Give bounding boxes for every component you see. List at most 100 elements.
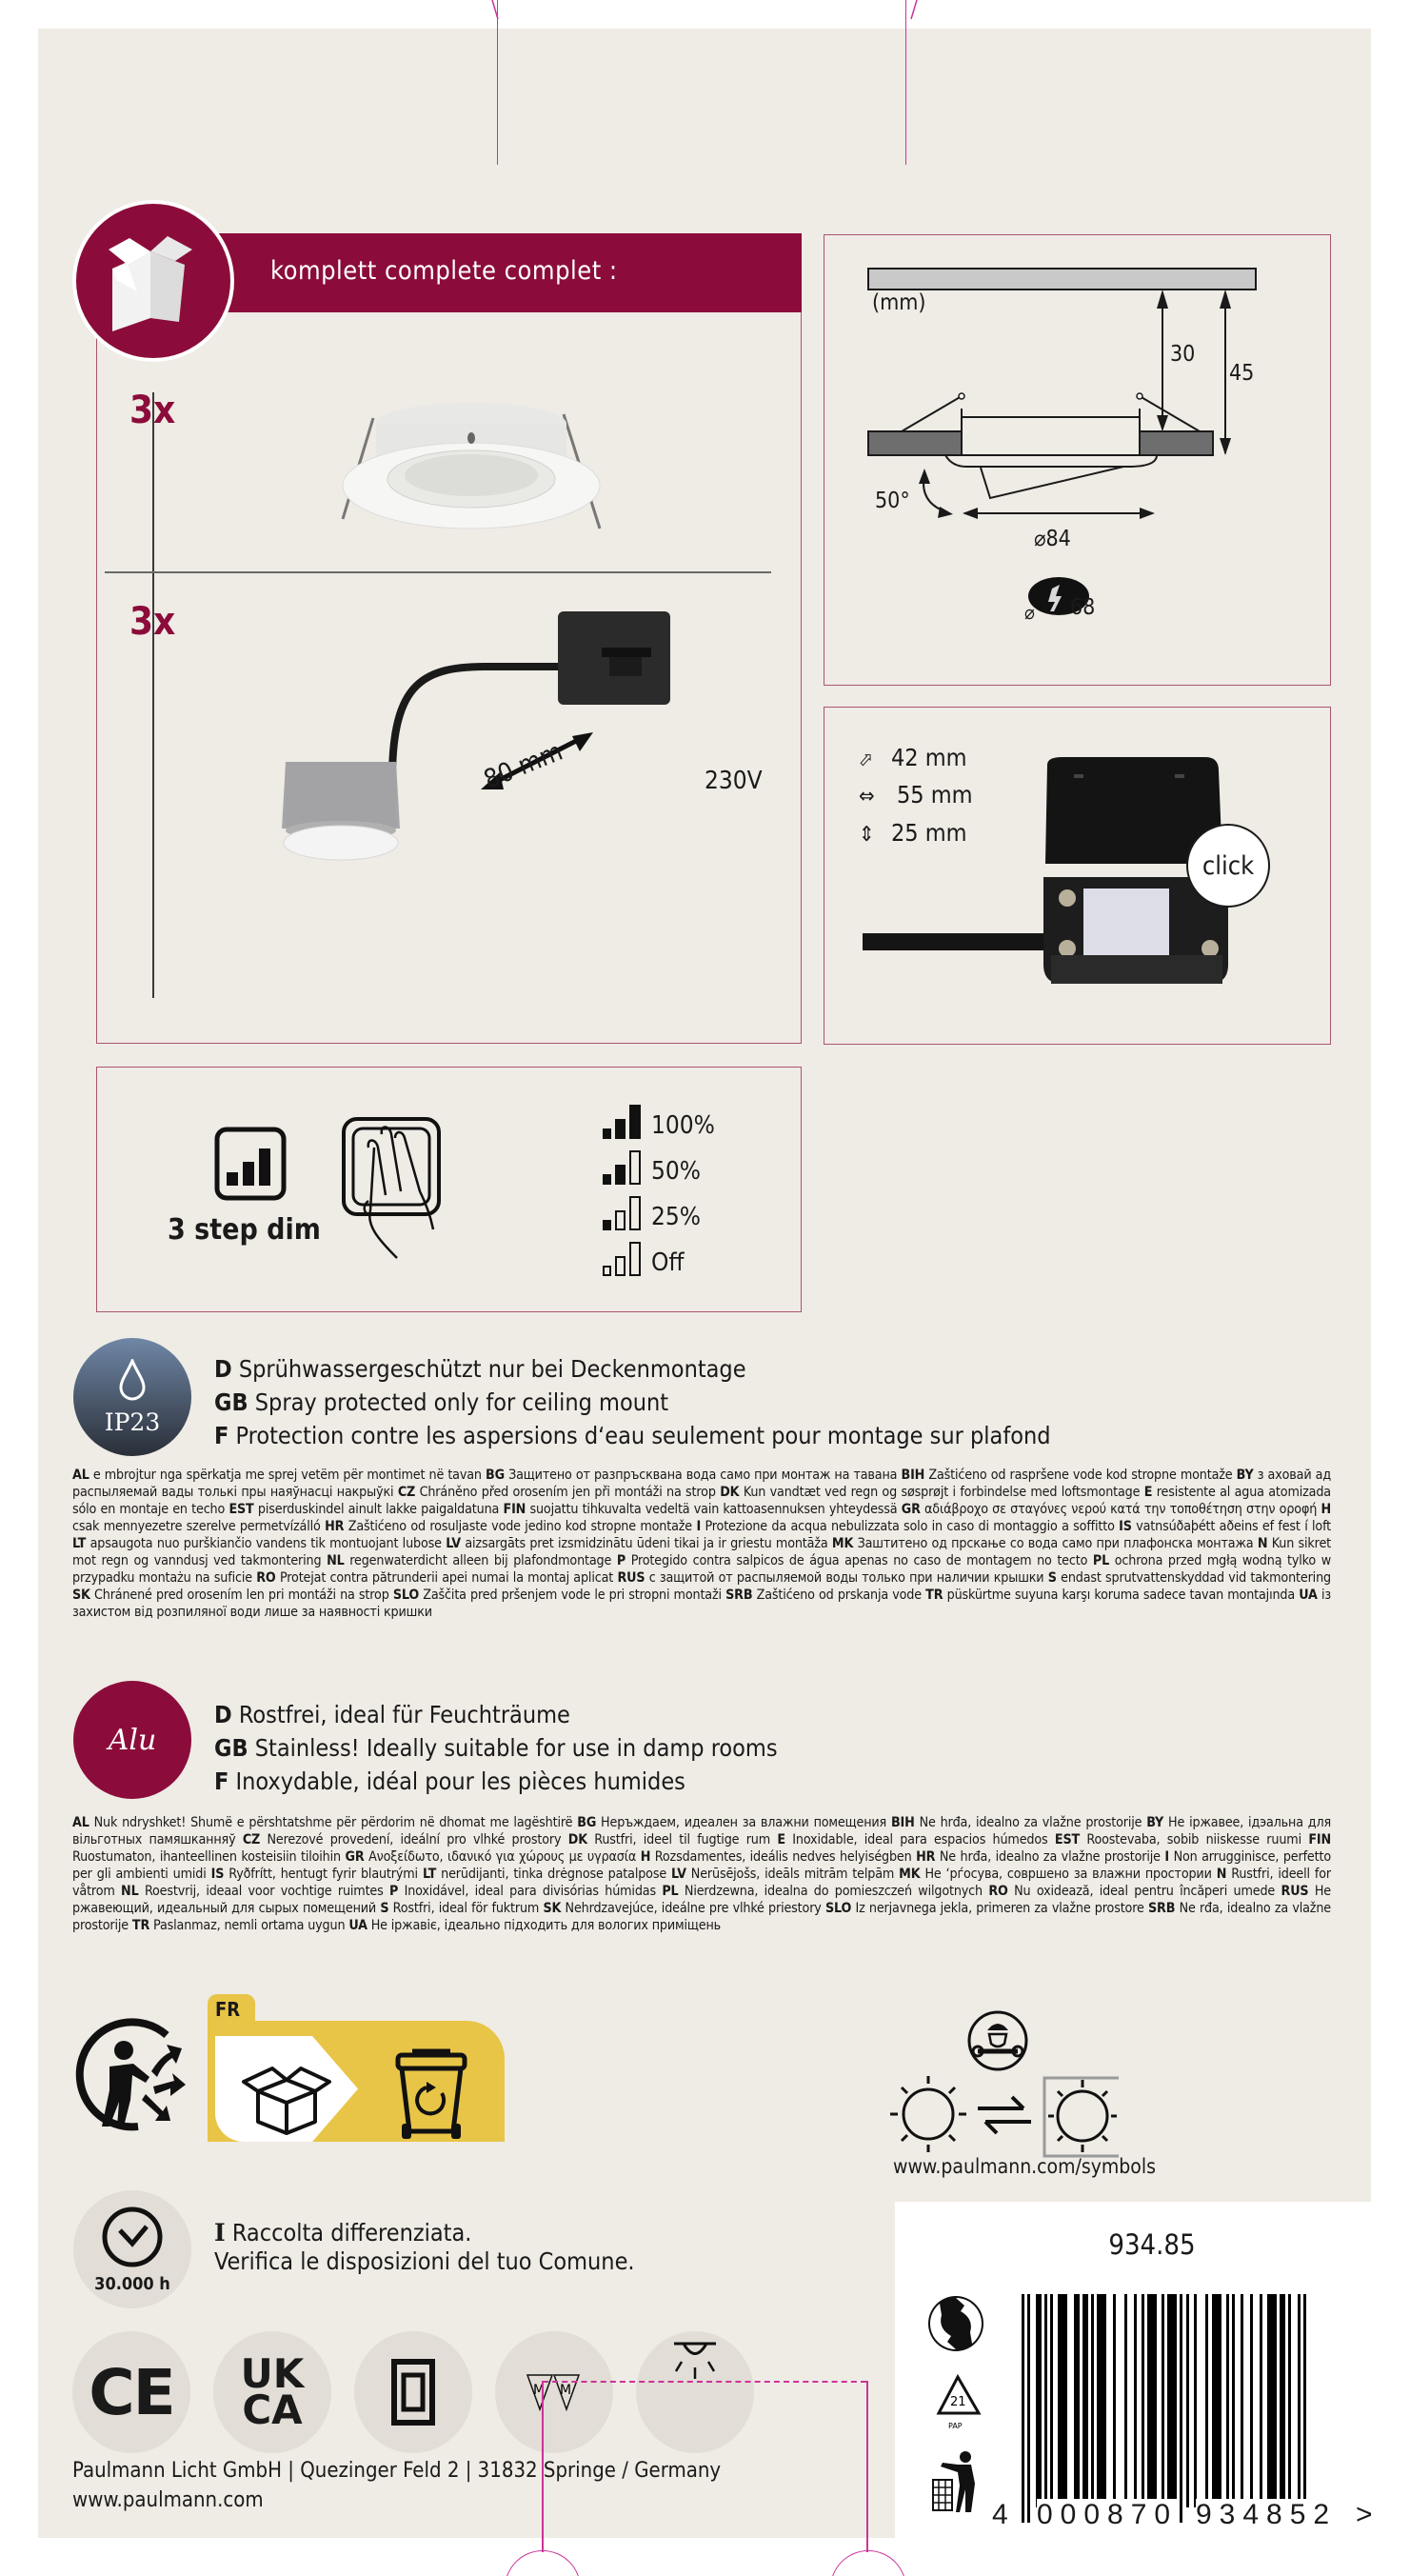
ip-translation-text-by: з аховай ад распыляемай вады толькі пры …	[72, 1468, 1331, 1500]
ip-translation-code-h: H	[1321, 1502, 1331, 1517]
barcode-bar	[1050, 2294, 1053, 2507]
ip-translation-text-ua: із захистом від розпиляної води лише за …	[72, 1588, 1331, 1620]
svg-text:PAP: PAP	[948, 2422, 963, 2430]
barcode-bar	[1091, 2294, 1094, 2507]
signal-bars-2-icon	[603, 1150, 641, 1185]
material-translation-code-bg: BG	[577, 1815, 597, 1830]
ip-translation-text-is: vatnsúðaþétt aðeins ef fest í loft	[1131, 1519, 1332, 1534]
ip-translation-text-n: Kun sikret mot regn og vanndusj ved takm…	[72, 1536, 1332, 1568]
disposal-note: I Raccolta differenziata. Verifica le di…	[214, 2219, 635, 2275]
material-translation-code-lt: LT	[422, 1867, 437, 1882]
material-translation-code-dk: DK	[567, 1832, 587, 1847]
material-translation-text-sk: Nehrdzavejúce, ideálne pre vlhké priesto…	[561, 1901, 825, 1916]
material-translation-code-h: H	[640, 1849, 651, 1865]
signal-bars-1-icon	[603, 1196, 641, 1230]
ip-translation-code-by: BY	[1236, 1468, 1254, 1483]
material-translation-text-fin: Ruostumaton, ihanteellinen kosteisiin ti…	[72, 1849, 346, 1865]
diagonal-arrow-icon: ⬀	[859, 748, 874, 770]
tidyman-icon	[932, 2451, 975, 2512]
ip-translation-code-pl: PL	[1092, 1553, 1110, 1568]
company-address: Paulmann Licht GmbH | Quezinger Feld 2 |…	[72, 2459, 722, 2483]
clock-icon	[102, 2207, 163, 2266]
material-translation-text-al: Nuk ndryshket! Shumë e përshtatshme për …	[89, 1815, 578, 1830]
material-translation-code-al: AL	[72, 1815, 89, 1830]
material-translation-code-sk: SK	[543, 1901, 562, 1916]
material-translation-code-n: N	[1216, 1867, 1227, 1882]
ce-mark: CE	[72, 2331, 190, 2453]
ip-translation-code-bih: BIH	[901, 1468, 925, 1483]
ip-rating-label: IP23	[104, 1408, 161, 1436]
ip-translation-text-lt: apsaugota nuo purškiančio vandens tik mo…	[86, 1536, 447, 1551]
material-translation-code-bih: BIH	[890, 1815, 915, 1830]
ip-translation-text-srb: Zaštićeno od prskanja vode	[752, 1588, 926, 1603]
dieline-bottom-curve-left	[505, 2550, 581, 2576]
click-label: click	[1201, 850, 1255, 881]
dieline-top-notches	[491, 0, 918, 20]
dim-label: 3 step dim	[168, 1213, 321, 1247]
ip-translation-code-lv: LV	[446, 1536, 461, 1551]
barcode-bar	[1097, 2294, 1106, 2507]
material-translation-code-pl: PL	[662, 1884, 679, 1899]
dim-steps-icon	[214, 1127, 287, 1201]
barcode-bar	[1194, 2294, 1197, 2507]
ip-translation-text-nl: regenwaterdicht alleen bij plafondmontag…	[344, 1553, 617, 1568]
barcode-bar	[1113, 2294, 1116, 2507]
ip-translation-code-is: IS	[1119, 1519, 1132, 1534]
material-line-d: D Rostfrei, ideal für Feuchträume	[214, 1701, 570, 1728]
material-translation-code-tr: TR	[131, 1918, 150, 1933]
dim-level-100: 100%	[602, 1094, 715, 1140]
unit-label: (mm)	[872, 290, 926, 315]
svg-text:M: M	[560, 2383, 571, 2398]
ip-translation-text-al: e mbrojtur nga spërkatja me sprej vetëm …	[89, 1468, 487, 1483]
dieline-top-inner	[497, 29, 906, 165]
depth-total-label: 45	[1229, 361, 1255, 386]
company-website[interactable]: www.paulmann.com	[72, 2488, 264, 2512]
ip-translation-text-gr: αδιάβροχο σε σταγόνες νερού κατά την τοπ…	[920, 1502, 1321, 1517]
material-translation-text-nl: Roestvrij, ideaal voor vochtige ruimtes	[138, 1884, 390, 1899]
signal-bars-3-icon	[603, 1105, 641, 1139]
box-icon-badge	[72, 200, 234, 362]
material-translation-code-slo: SLO	[824, 1901, 852, 1916]
replaceable-light-source-icon	[890, 2076, 1119, 2158]
material-translation-text-gr: Ανοξείδωτο, ιδανικό για χώρους με υγρασί…	[364, 1849, 641, 1865]
barcode-bar	[1212, 2294, 1221, 2507]
material-translation-text-n: Rustfri, ideell for våtrom	[72, 1867, 1331, 1899]
material-translation-text-i: Non arrugginisce, perfetto per gli ambie…	[72, 1849, 1331, 1882]
outer-diameter-label: ⌀84	[1034, 527, 1071, 551]
ip-translation-text-slo: Zaščita pred pršenjem vode le pri stropn…	[419, 1588, 726, 1603]
click-callout: click	[1186, 824, 1270, 908]
barcode-bar	[1082, 2294, 1088, 2507]
barcode-bar	[1186, 2294, 1189, 2507]
symbols-link[interactable]: www.paulmann.com/symbols	[893, 2155, 1156, 2178]
material-translation-code-i: I	[1164, 1849, 1170, 1865]
lifetime-label: 30.000 h	[94, 2273, 170, 2294]
ip-translation-text-rus: с защитой от распыляемой воды только при…	[645, 1570, 1048, 1586]
material-translation-text-est: Roostevaba, sobib niiskesse ruumi	[1080, 1832, 1309, 1847]
sun-left-icon	[890, 2076, 966, 2152]
material-translation-text-ua: Не іржавіє, ідеально підходить для волог…	[367, 1918, 722, 1933]
ip-translation-text-hr: Zaštićeno od rosuljaste vode jedino kod …	[344, 1519, 697, 1534]
green-dot-icon	[928, 2296, 983, 2351]
material-translation-text-cz: Nerezové provedení, ideální pro vlhké pr…	[260, 1832, 568, 1847]
material-translation-text-rus: Не ржавеющий, идеальный для сырых помеще…	[72, 1884, 1332, 1916]
barcode-bar	[1044, 2294, 1047, 2507]
barcode-bar	[1074, 2294, 1080, 2507]
dieline-bottom-right	[866, 2381, 868, 2552]
swap-arrows-icon	[978, 2095, 1031, 2135]
barcode-bar	[1180, 2294, 1182, 2523]
dim-height: ⇕25 mm	[859, 815, 973, 853]
cutout-diameter-label: 68	[1070, 595, 1096, 620]
barcode-bar	[1167, 2294, 1177, 2523]
material-translation-text-h: Rozsdamentes, ideális nedves helyiségben	[650, 1849, 917, 1865]
material-translation-text-lt: nerūdijanti, tinka drėgnose patalpose	[436, 1867, 672, 1882]
cardboard-box-icon	[242, 2067, 331, 2135]
technician-icon	[967, 2010, 1028, 2071]
barcode-bar	[1232, 2294, 1235, 2507]
ce-icon: CE	[89, 2355, 176, 2429]
ip-line-f: F Protection contre les aspersions d‘eau…	[214, 1422, 1051, 1449]
ip-translation-text-ro: Protejat contra pătrunderii apei numai l…	[275, 1570, 618, 1586]
banner-text: komplett complete complet :	[270, 256, 618, 286]
